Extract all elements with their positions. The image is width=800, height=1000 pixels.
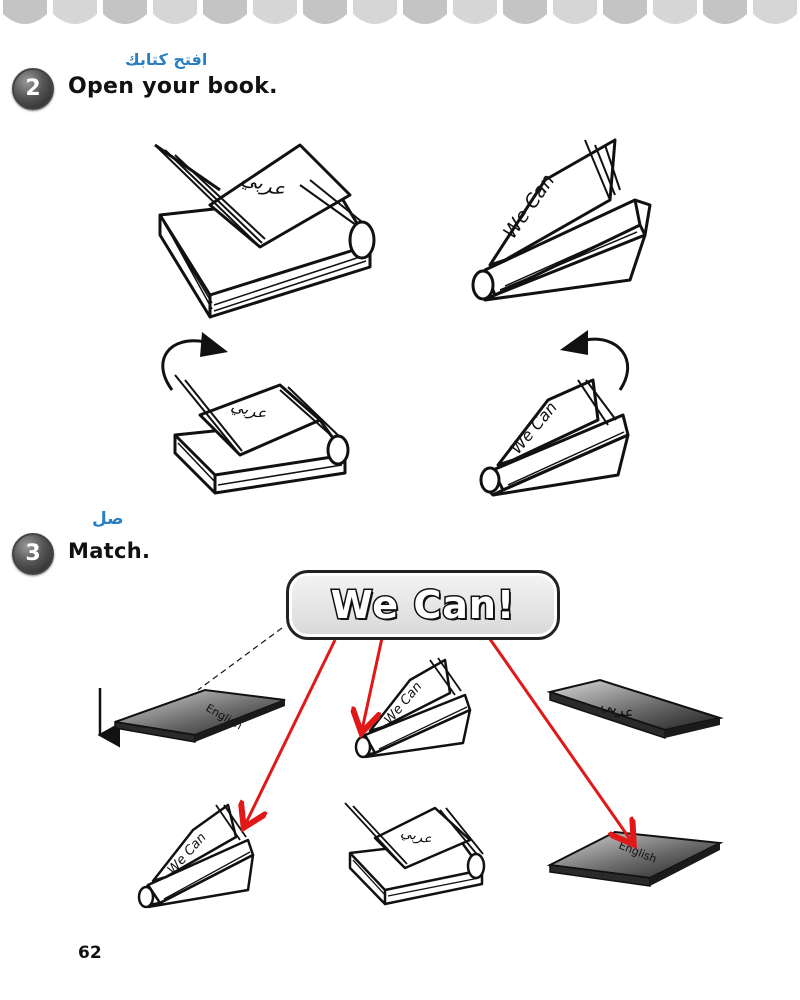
scallop [553, 0, 597, 24]
scallop [203, 0, 247, 24]
exercise-2-number-badge: 2 [12, 68, 54, 110]
scallop [403, 0, 447, 24]
match-arrow [362, 637, 384, 730]
scallop [603, 0, 647, 24]
scallop [103, 0, 147, 24]
exercise-3-title: Match. [68, 539, 151, 563]
scallop [3, 0, 47, 24]
curved-arrow-head-icon [560, 330, 588, 355]
dashed-guide-line [197, 627, 283, 691]
exercise-3-arabic-title: صل [92, 509, 124, 529]
match-arrow [245, 639, 337, 825]
book-open-wecan-top-right: We Can [471, 138, 652, 302]
scallop [253, 0, 297, 24]
book-open-arabic-top-left: عربي [154, 143, 376, 319]
scallop [753, 0, 797, 24]
we-can-label-box: We Can! [286, 570, 560, 640]
we-can-label-text: We Can! [329, 582, 516, 629]
curved-arrow-icon [161, 339, 206, 391]
match-arrow [483, 631, 632, 842]
book-closed-english-bottom-right: English [546, 830, 724, 887]
scallop [653, 0, 697, 24]
scallop [153, 0, 197, 24]
book-label: عربي [399, 824, 434, 848]
book-closed-arabic-right: عربي [546, 678, 724, 740]
exercise-2-arabic-title: افتح كتابك [125, 50, 208, 69]
scalloped-header-border [3, 0, 797, 24]
book-opening-arabic-mid-left: عربي [173, 374, 350, 495]
book-open-arabic-bottom-center: عربي [344, 802, 486, 906]
scallop [703, 0, 747, 24]
book-opening-wecan-mid-right: We Can [479, 378, 630, 497]
exercise-3-number-badge: 3 [12, 533, 54, 575]
scallop [53, 0, 97, 24]
exercise-2-title: Open your book. [68, 74, 278, 99]
scallop [503, 0, 547, 24]
curved-arrow-head-icon [200, 332, 228, 357]
book-open-wecan-bottom-left: We Can [137, 803, 255, 909]
page-number: 62 [78, 943, 102, 963]
scallop [303, 0, 347, 24]
curved-arrow-icon [584, 337, 630, 391]
scallop [453, 0, 497, 24]
scallop [353, 0, 397, 24]
book-closed-english-left: English [114, 688, 286, 743]
